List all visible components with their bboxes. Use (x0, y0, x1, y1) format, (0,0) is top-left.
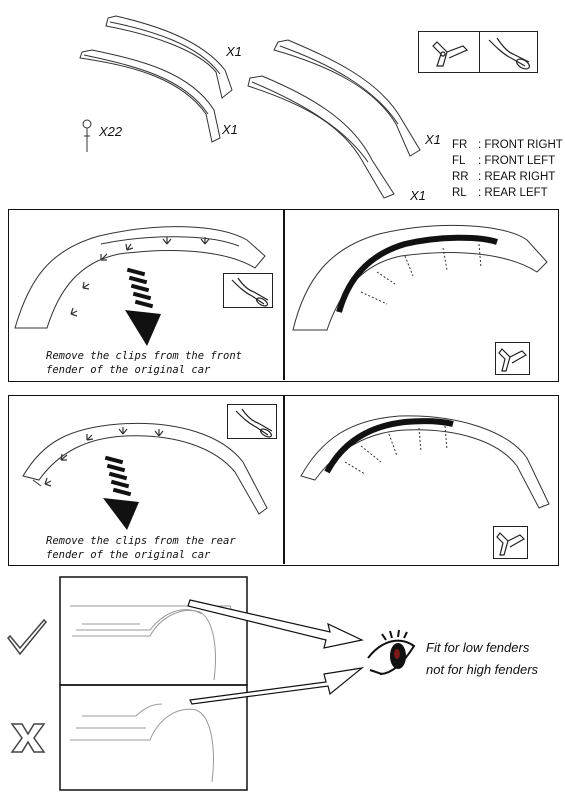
rivet-tool-icon (498, 348, 527, 372)
pliers-icon (235, 408, 273, 438)
fitment-note-line1: Fit for low fenders (426, 640, 530, 655)
clip-qty: X22 (99, 124, 123, 139)
rear-trim-qty: X1 (410, 188, 426, 203)
legend-row: FR: FRONT RIGHT (452, 139, 563, 151)
rear-fender-removal-illustration (22, 415, 550, 530)
rivet-tool-icon (432, 41, 469, 67)
pliers-tool-box (227, 404, 277, 439)
front-trim-qty: X1 (222, 122, 238, 137)
step-front-caption: Remove the clips from the front fender o… (46, 350, 242, 376)
rivet-tool-box (495, 342, 530, 375)
rivet-tool-icon (496, 532, 525, 556)
pliers-icon (231, 277, 269, 307)
step-front-panel: Remove the clips from the front fender o… (8, 209, 559, 382)
legend-row: RR: REAR RIGHT (452, 171, 556, 183)
pliers-tool-box (223, 273, 273, 308)
fitment-note-line2: not for high fenders (426, 662, 539, 677)
rivet-tool-box (493, 526, 528, 559)
front-fender-removal-illustration (14, 224, 548, 346)
tools-box (418, 31, 538, 73)
step-rear-caption: Remove the clips from the rear fender of… (46, 535, 236, 561)
rear-fender-qty: X1 (425, 132, 441, 147)
legend-row: FL: FRONT LEFT (452, 155, 556, 167)
fender-parts-illustration (79, 15, 421, 199)
checkmark-icon (7, 618, 48, 656)
front-fender-qty: X1 (226, 44, 242, 59)
eye-icon (367, 629, 416, 675)
pliers-icon (488, 37, 530, 70)
cross-icon (10, 723, 46, 753)
step-rear-panel: Remove the clips from the rear fender of… (8, 395, 559, 566)
legend-row: RL: REAR LEFT (452, 187, 548, 199)
